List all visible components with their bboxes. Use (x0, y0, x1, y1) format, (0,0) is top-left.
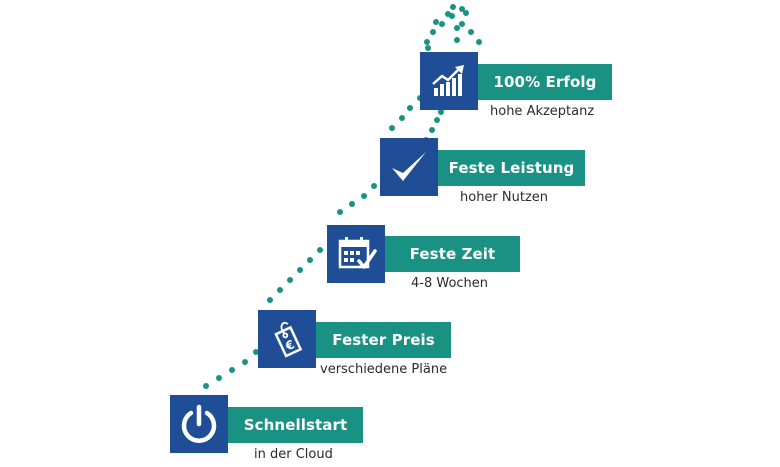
path-dot (253, 349, 259, 355)
growth-chart-icon (420, 52, 478, 110)
path-dot (337, 209, 343, 215)
path-dot (242, 359, 248, 365)
step-title: Fester Preis (316, 322, 451, 358)
step-title: 100% Erfolg (478, 64, 612, 100)
path-dot (449, 13, 455, 19)
step-subtitle: in der Cloud (254, 447, 333, 462)
path-dot (459, 6, 465, 12)
step-title: Feste Zeit (385, 236, 520, 272)
path-dot (438, 109, 444, 115)
path-dot (459, 21, 465, 27)
path-dot (434, 117, 440, 123)
calendar-check-icon (327, 225, 385, 283)
path-dot (317, 247, 323, 253)
path-dot (476, 39, 482, 45)
checkmark-icon (380, 138, 438, 196)
path-dot (389, 125, 395, 131)
path-dot (433, 19, 439, 25)
path-dot (454, 37, 460, 43)
path-dot (399, 115, 405, 121)
step-title: Schnellstart (228, 407, 363, 443)
path-dot (454, 25, 460, 31)
step-subtitle: hoher Nutzen (460, 190, 549, 205)
path-dot (429, 127, 435, 133)
path-dot (307, 257, 313, 263)
path-dot (425, 45, 431, 51)
path-dot (277, 287, 283, 293)
path-dot (424, 39, 430, 45)
path-dot (463, 10, 469, 16)
path-dot (430, 29, 436, 35)
step-subtitle: verschiedene Pläne (320, 362, 448, 377)
path-dot (407, 105, 413, 111)
path-dot (361, 193, 367, 199)
euro-price-tag-icon: € (258, 310, 316, 368)
path-dot (349, 201, 355, 207)
path-dot (450, 4, 456, 10)
step-title: Feste Leistung (438, 150, 585, 186)
path-dot (267, 297, 273, 303)
path-dot (287, 277, 293, 283)
path-dot (297, 267, 303, 273)
step-subtitle: hohe Akzeptanz (490, 104, 595, 119)
path-dot (371, 183, 377, 189)
path-dot (439, 21, 445, 27)
step-subtitle: 4-8 Wochen (411, 276, 489, 291)
path-dot (468, 29, 474, 35)
path-dot (203, 383, 209, 389)
path-dot (216, 375, 222, 381)
power-icon (170, 395, 228, 453)
path-dot (229, 367, 235, 373)
path-dot (445, 11, 451, 17)
